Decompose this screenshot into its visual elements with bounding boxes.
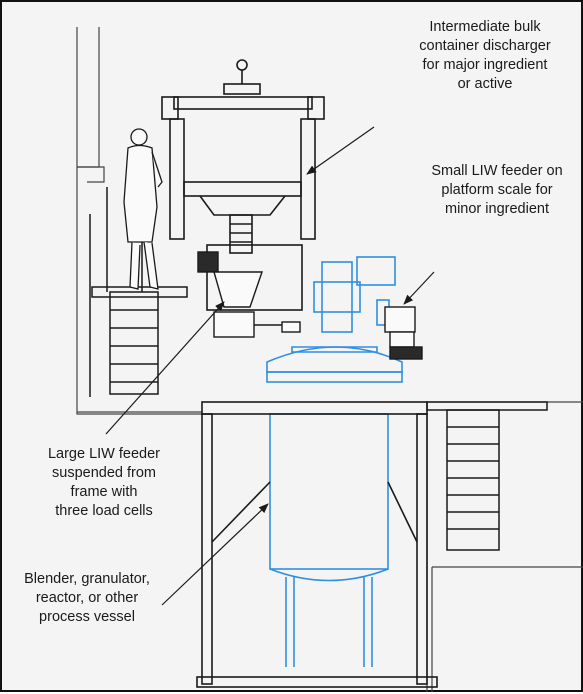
- blue-process-equipment: [266, 256, 403, 667]
- callout-process-vessel: Blender, granulator, reactor, or other p…: [7, 570, 167, 627]
- callout-line: Intermediate bulk: [429, 19, 541, 35]
- leader-large-feeder: [105, 301, 225, 435]
- callout-line: minor ingredient: [445, 201, 549, 217]
- callout-line: platform scale for: [441, 182, 553, 198]
- operator-figure: [123, 128, 163, 290]
- callout-line: for major ingredient: [422, 57, 548, 73]
- right-platform-stairs: [426, 401, 548, 551]
- leader-bulk-discharger: [306, 126, 375, 175]
- leader-small-feeder: [403, 271, 435, 305]
- small-liw-feeder: [384, 306, 423, 360]
- callout-bulk-discharger: Intermediate bulk container discharger f…: [390, 18, 580, 94]
- leader-lines: [105, 126, 435, 606]
- callout-large-feeder: Large LIW feeder suspended from frame wi…: [24, 445, 184, 521]
- callout-line: process vessel: [39, 609, 135, 625]
- callout-line: frame with: [70, 484, 138, 500]
- callout-line: three load cells: [55, 503, 153, 519]
- callout-line: Large LIW feeder: [47, 446, 161, 462]
- mezzanine-platform: [89, 187, 188, 397]
- callout-line: container discharger: [419, 38, 551, 54]
- callout-line: reactor, or other: [35, 590, 139, 606]
- ibc-discharger: [161, 59, 325, 311]
- support-frame: [196, 401, 438, 688]
- callout-line: or active: [457, 76, 513, 92]
- callout-line: Small LIW feeder on: [431, 163, 563, 179]
- leader-process-vessel: [161, 503, 269, 606]
- callout-line: suspended from: [52, 465, 156, 481]
- large-liw-feeder: [197, 251, 301, 338]
- callout-line: Blender, granulator,: [24, 571, 150, 587]
- callout-small-feeder: Small LIW feeder on platform scale for m…: [412, 162, 582, 219]
